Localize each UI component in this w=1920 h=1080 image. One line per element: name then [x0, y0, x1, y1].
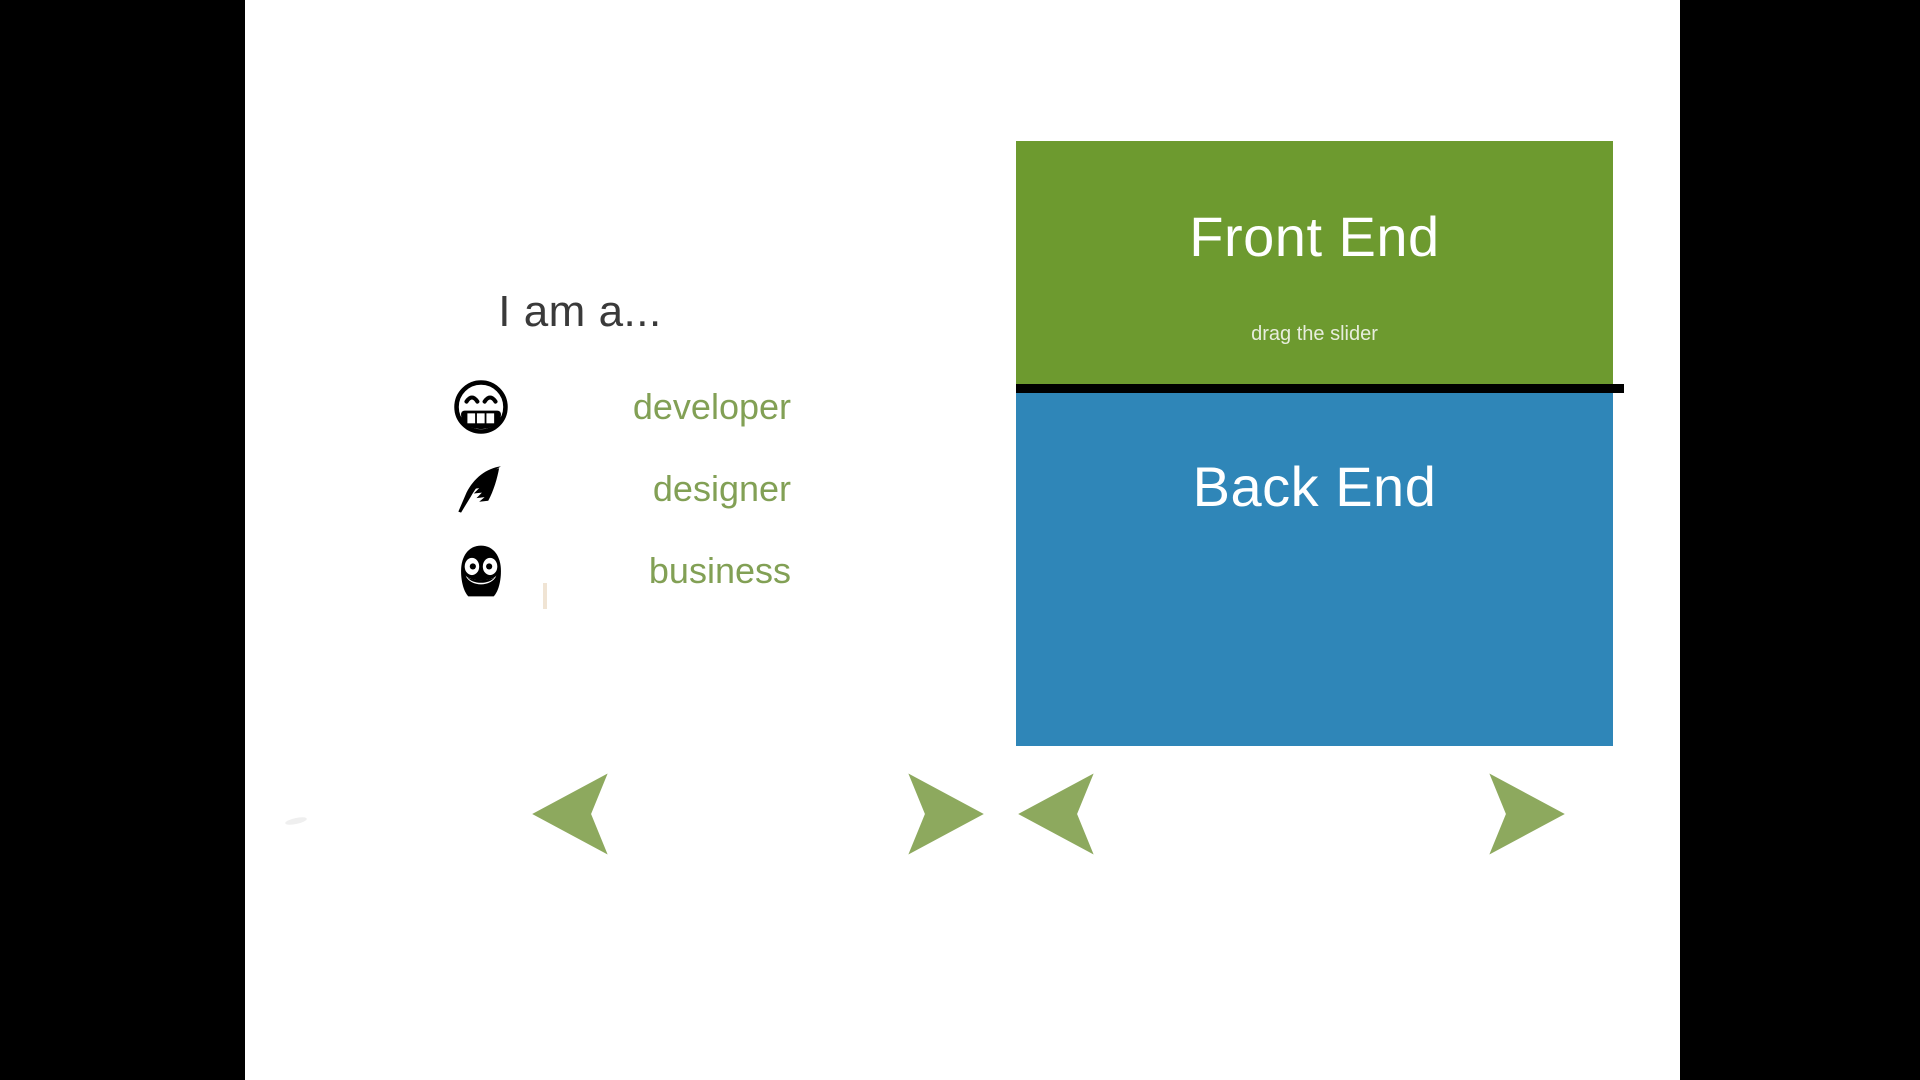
role-label-business: business: [648, 550, 791, 591]
role-chooser-panel: I am a... developer: [415, 290, 975, 612]
feather-quill-icon: [415, 460, 547, 518]
front-end-title: Front End: [1189, 205, 1440, 268]
arrow-right-icon[interactable]: [1482, 768, 1574, 860]
arrow-right-icon[interactable]: [901, 768, 993, 860]
arrow-left-icon[interactable]: [1009, 768, 1101, 860]
list-item[interactable]: business: [415, 530, 975, 612]
presentation-stage: I am a... developer: [245, 0, 1680, 1080]
list-item[interactable]: designer: [415, 448, 975, 530]
arrow-left-icon[interactable]: [523, 768, 615, 860]
role-label-developer: developer: [632, 386, 791, 427]
role-list: developer designer: [415, 366, 975, 612]
slider-front-end-section: Front End drag the slider: [1016, 141, 1613, 384]
page-title: I am a...: [498, 287, 662, 336]
slider-back-end-section: Back End: [1016, 393, 1613, 746]
role-label-designer: designer: [652, 468, 791, 509]
back-end-title: Back End: [1192, 455, 1437, 518]
scan-artifact-speck: [543, 583, 547, 609]
slider-hint-text: drag the slider: [1251, 323, 1378, 345]
scan-artifact-smudge: [284, 815, 308, 827]
stack-slider-card[interactable]: Front End drag the slider Back End: [1016, 141, 1624, 746]
penguin-icon: [415, 542, 547, 600]
grinning-face-icon: [415, 378, 547, 436]
slider-drag-handle[interactable]: [1016, 384, 1624, 393]
list-item[interactable]: developer: [415, 366, 975, 448]
